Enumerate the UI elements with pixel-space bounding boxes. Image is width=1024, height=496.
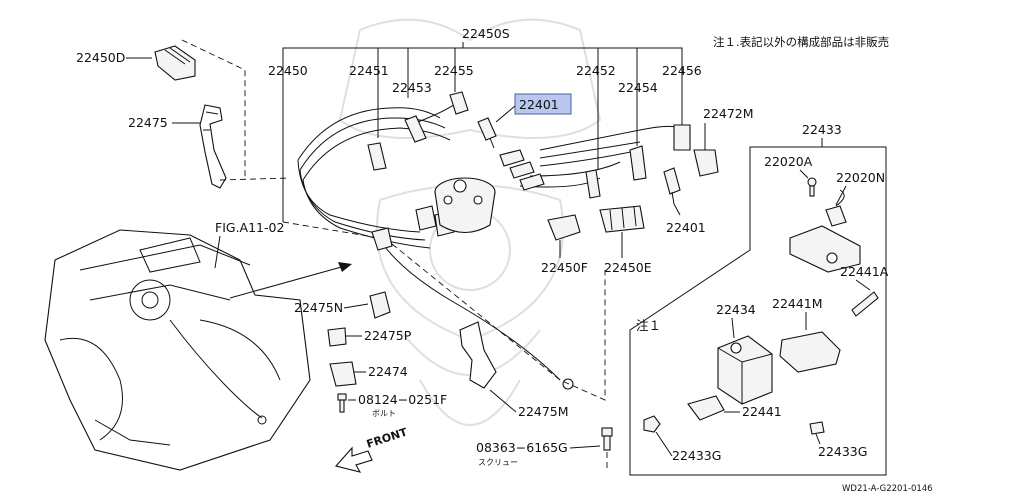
label-08363-6165G[interactable]: 08363−6165G bbox=[476, 440, 568, 455]
note-top: 注１.表記以外の構成部品は非販売 bbox=[713, 35, 889, 49]
label-22441[interactable]: 22441 bbox=[742, 404, 782, 419]
bracket-22441 bbox=[687, 395, 725, 421]
label-22450S[interactable]: 22450S bbox=[462, 26, 510, 41]
bolt-08124 bbox=[337, 393, 347, 413]
label-22450D[interactable]: 22450D bbox=[76, 50, 125, 65]
label-22450[interactable]: 22450 bbox=[268, 63, 308, 78]
label-22020A[interactable]: 22020A bbox=[764, 154, 813, 169]
label-22433G-a[interactable]: 22433G bbox=[672, 448, 721, 463]
label-22020N[interactable]: 22020N bbox=[836, 170, 885, 185]
clip-22474 bbox=[329, 361, 357, 387]
label-22433G-b[interactable]: 22433G bbox=[818, 444, 867, 459]
nut-22433G-b bbox=[809, 421, 825, 435]
nut-22433G-a bbox=[643, 415, 661, 433]
label-22401-highlighted[interactable]: 22401 bbox=[519, 97, 559, 112]
clip-22475N bbox=[369, 291, 391, 319]
label-22441A[interactable]: 22441A bbox=[840, 264, 889, 279]
harness-22475M bbox=[371, 227, 574, 390]
label-22475N[interactable]: 22475N bbox=[294, 300, 343, 315]
label-08124-0251F[interactable]: 08124−0251F bbox=[358, 392, 447, 407]
highlight-box bbox=[514, 93, 572, 115]
clip-22472M bbox=[693, 149, 719, 177]
label-22452[interactable]: 22452 bbox=[576, 63, 616, 78]
label-22475P[interactable]: 22475P bbox=[364, 328, 412, 343]
clip-22450F bbox=[547, 214, 581, 241]
label-22401-b[interactable]: 22401 bbox=[666, 220, 706, 235]
label-22433[interactable]: 22433 bbox=[802, 122, 842, 137]
label-22475M[interactable]: 22475M bbox=[518, 404, 569, 419]
box-22433 bbox=[629, 138, 887, 476]
label-fig-ref[interactable]: FIG.A11-02 bbox=[215, 220, 284, 235]
label-22451[interactable]: 22451 bbox=[349, 63, 389, 78]
label-22474[interactable]: 22474 bbox=[368, 364, 408, 379]
label-bolt: ボルト bbox=[372, 409, 396, 418]
screw-08363 bbox=[601, 427, 613, 451]
module-22020N bbox=[789, 189, 861, 273]
front-arrow bbox=[334, 446, 373, 473]
label-22456[interactable]: 22456 bbox=[662, 63, 702, 78]
label-note-box: 注１ bbox=[636, 318, 661, 333]
label-22454[interactable]: 22454 bbox=[618, 80, 658, 95]
doc-code: WD21-A-G2201-0146 bbox=[842, 484, 933, 494]
clip-22475P bbox=[327, 327, 347, 347]
clip-22450E bbox=[599, 205, 645, 233]
coil-22434 bbox=[717, 335, 773, 405]
label-22434[interactable]: 22434 bbox=[716, 302, 756, 317]
label-screw: スクリュー bbox=[478, 458, 518, 467]
label-22453[interactable]: 22453 bbox=[392, 80, 432, 95]
bracket-22450S bbox=[282, 47, 683, 222]
bolt-22441A bbox=[851, 291, 879, 317]
bracket-22475 bbox=[199, 104, 227, 189]
label-22450E[interactable]: 22450E bbox=[604, 260, 652, 275]
label-22455[interactable]: 22455 bbox=[434, 63, 474, 78]
distributor-cap bbox=[434, 177, 496, 234]
label-22441M[interactable]: 22441M bbox=[772, 296, 823, 311]
bracket-22441M bbox=[779, 331, 841, 373]
screw-22020A bbox=[807, 177, 817, 197]
label-22450F[interactable]: 22450F bbox=[541, 260, 588, 275]
spark-plug-22401-b bbox=[663, 167, 681, 216]
spark-plug-22401 bbox=[477, 105, 516, 149]
clip-22450D bbox=[154, 45, 196, 81]
label-front: FRONT bbox=[365, 425, 409, 451]
label-22472M[interactable]: 22472M bbox=[703, 106, 754, 121]
label-22475[interactable]: 22475 bbox=[128, 115, 168, 130]
engine-block bbox=[44, 229, 311, 471]
